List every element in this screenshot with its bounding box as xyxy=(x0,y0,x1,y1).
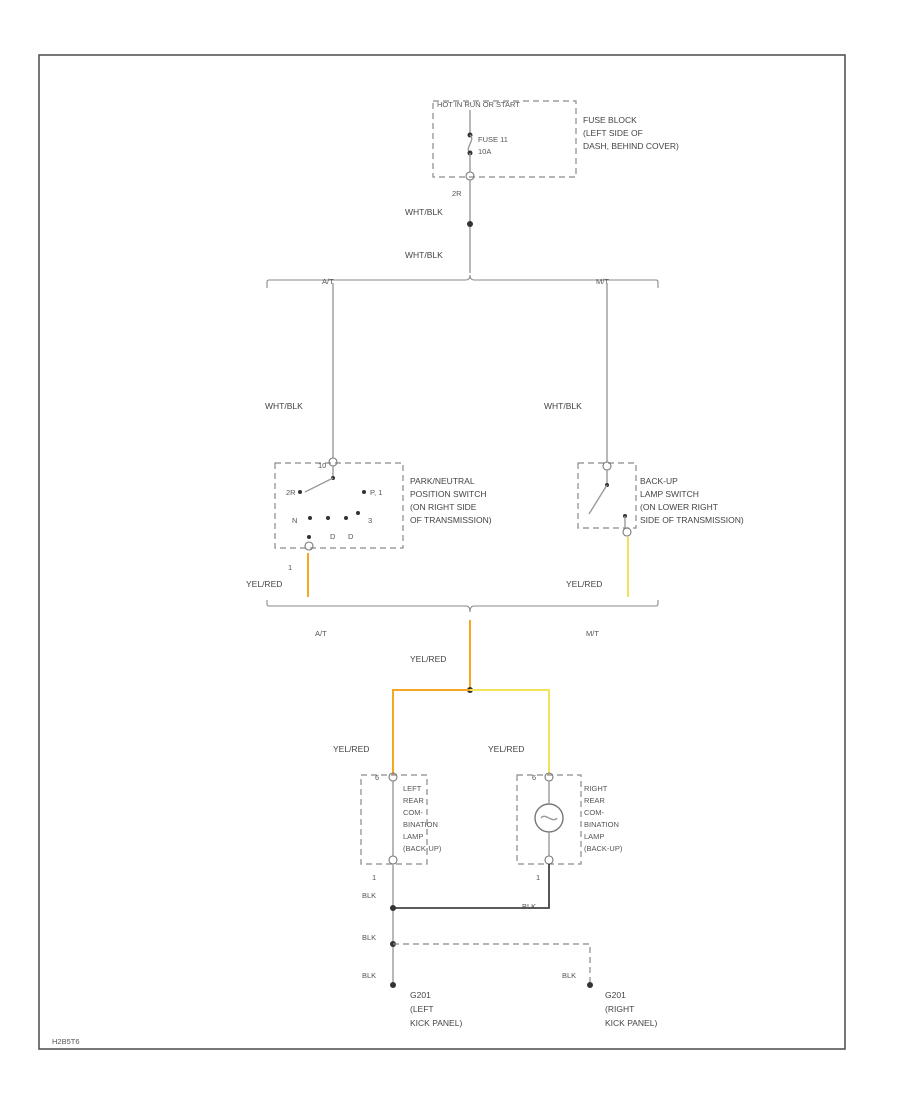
left-lamp-box xyxy=(360,774,428,865)
fuse-block-desc-1: FUSE BLOCK xyxy=(583,115,637,125)
left-lamp-pin-bottom: 1 xyxy=(372,873,376,882)
fuse-block-desc-2: (LEFT SIDE OF xyxy=(583,128,643,138)
splice-top xyxy=(467,221,473,227)
wire-label-mt: WHT/BLK xyxy=(544,401,582,411)
right-lamp-pin-top: 6 xyxy=(532,773,536,782)
wire-label-blk-r: BLK xyxy=(562,971,576,980)
prnd-pin-3: 3 xyxy=(368,516,372,525)
wire-label-2: WHT/BLK xyxy=(405,250,443,260)
prnd-pin-n: N xyxy=(292,516,297,525)
fuse-label: FUSE 11 xyxy=(478,135,508,144)
ground-right-id: G201 xyxy=(605,990,626,1000)
right-lamp-desc-6: (BACK-UP) xyxy=(584,844,623,853)
ground-right-desc-2: KICK PANEL) xyxy=(605,1018,657,1028)
ground-left-desc-2: KICK PANEL) xyxy=(410,1018,462,1028)
prnd-pin-bottom: 1 xyxy=(288,563,292,572)
prnd-pin-d: D xyxy=(330,532,336,541)
ground-right-icon xyxy=(587,982,593,988)
right-lamp-desc-3: COM- xyxy=(584,808,604,817)
backup-switch-arm-icon xyxy=(588,484,608,515)
fuse-rating: 10A xyxy=(478,147,491,156)
prnd-desc-4: OF TRANSMISSION) xyxy=(410,515,492,525)
wire-label-y-right: YEL/RED xyxy=(488,744,524,754)
branch-mt-top: M/T xyxy=(596,277,609,286)
wire-label-y-mt: YEL/RED xyxy=(566,579,602,589)
backup-lamp-switch: BACK-UP LAMP SWITCH (ON LOWER RIGHT SIDE… xyxy=(577,461,744,537)
backup-desc-1: BACK-UP xyxy=(640,476,678,486)
left-rear-lamp: 6 LEFT REAR COM- BINATION LAMP (BACK-UP)… xyxy=(360,772,442,882)
branch-brace-bottom xyxy=(266,600,659,613)
ground-left-id: G201 xyxy=(410,990,431,1000)
left-lamp-desc-6: (BACK-UP) xyxy=(403,844,442,853)
left-lamp-desc-3: COM- xyxy=(403,808,423,817)
wire-label-blk-1: BLK xyxy=(362,891,376,900)
diagram-border xyxy=(38,54,846,1050)
splice-blk-1 xyxy=(390,905,396,911)
right-lamp-desc-1: RIGHT xyxy=(584,784,608,793)
left-lamp-desc-2: REAR xyxy=(403,796,424,805)
ground-dashed-link xyxy=(393,943,591,983)
right-rear-lamp: 6 RIGHT REAR COM- BINATION LAMP (BACK-UP… xyxy=(516,772,623,882)
left-lamp-desc-4: BINATION xyxy=(403,820,438,829)
wire-blk-join xyxy=(393,864,550,909)
wire-label-y-main: YEL/RED xyxy=(410,654,446,664)
footer-code: H2B5T6 xyxy=(52,1037,80,1046)
branch-brace-top xyxy=(266,274,659,288)
ground-right-desc-1: (RIGHT xyxy=(605,1004,634,1014)
left-lamp-desc-1: LEFT xyxy=(403,784,422,793)
fuse-block: HOT IN RUN OR START FUSE 11 10A FUSE BLO… xyxy=(432,100,679,198)
ground-left-desc-1: (LEFT xyxy=(410,1004,434,1014)
ground-left-icon xyxy=(390,982,396,988)
left-lamp-pin-top: 6 xyxy=(375,773,379,782)
prnd-desc-1: PARK/NEUTRAL xyxy=(410,476,475,486)
right-lamp-desc-2: REAR xyxy=(584,796,605,805)
branch-at-bottom: A/T xyxy=(315,629,327,638)
wire-label-1: WHT/BLK xyxy=(405,207,443,217)
backup-desc-2: LAMP SWITCH xyxy=(640,489,699,499)
backup-switch-bottom-connector-icon xyxy=(622,527,632,537)
prnd-pin-left: 2R xyxy=(286,488,296,497)
right-lamp-desc-4: BINATION xyxy=(584,820,619,829)
fuse-block-desc-3: DASH, BEHIND COVER) xyxy=(583,141,679,151)
fuse-block-header: HOT IN RUN OR START xyxy=(437,100,520,109)
wire-yelred-right xyxy=(470,689,550,775)
park-neutral-switch-box xyxy=(274,462,404,549)
prnd-desc-2: POSITION SWITCH xyxy=(410,489,487,499)
wire-label-blk-join: BLK xyxy=(522,902,536,911)
backup-switch-box xyxy=(577,462,637,529)
branch-mt-bottom: M/T xyxy=(586,629,599,638)
wire-label-blk-3: BLK xyxy=(362,971,376,980)
wire-label-y-left: YEL/RED xyxy=(333,744,369,754)
right-lamp-desc-5: LAMP xyxy=(584,832,604,841)
fuse-pin: 2R xyxy=(452,189,462,198)
park-neutral-switch: 10 2R P, 1 N 3 D D PARK/NEUTRAL POSITION… xyxy=(274,457,492,572)
branch-at-top: A/T xyxy=(322,277,334,286)
right-lamp-pin-bottom: 1 xyxy=(536,873,540,882)
backup-desc-3: (ON LOWER RIGHT xyxy=(640,502,718,512)
wire-yelred-left xyxy=(392,689,470,775)
prnd-pin-top: 10 xyxy=(318,461,326,470)
backup-desc-4: SIDE OF TRANSMISSION) xyxy=(640,515,744,525)
switch-bottom-connector-icon xyxy=(304,541,314,551)
fuse-block-box xyxy=(432,100,577,178)
left-lamp-desc-5: LAMP xyxy=(403,832,423,841)
wire-label-blk-2: BLK xyxy=(362,933,376,942)
switch-arm-icon xyxy=(304,477,334,493)
prnd-pin-right: P, 1 xyxy=(370,488,382,497)
wire-label-at: WHT/BLK xyxy=(265,401,303,411)
prnd-pin-d2: D xyxy=(348,532,354,541)
prnd-desc-3: (ON RIGHT SIDE xyxy=(410,502,477,512)
wire-label-y-at: YEL/RED xyxy=(246,579,282,589)
